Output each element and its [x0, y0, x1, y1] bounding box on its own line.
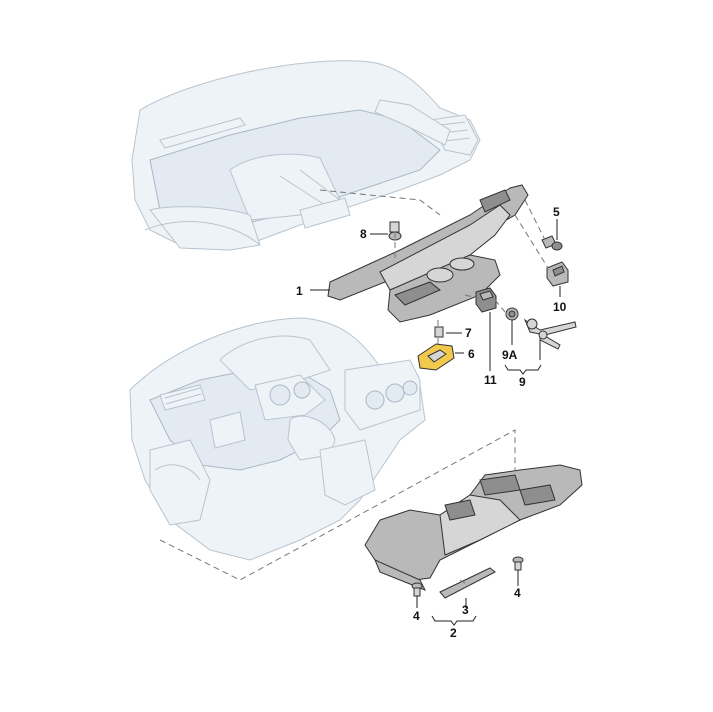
label-part-6: 6: [468, 347, 475, 361]
label-part-9a: 9A: [502, 348, 518, 362]
highlighted-part-6: [417, 343, 455, 371]
bolt-part-5: [541, 235, 563, 251]
lock-part-9a: [505, 307, 519, 321]
switch-part-11: [475, 287, 497, 313]
label-part-1: 1: [296, 284, 303, 298]
label-part-2: 2: [450, 626, 457, 640]
label-part-5: 5: [553, 205, 560, 219]
label-part-8: 8: [360, 227, 367, 241]
label-part-3: 3: [462, 603, 469, 617]
screw-part-4-left: [411, 582, 423, 597]
lower-dashboard-illustration: [129, 317, 426, 561]
part-labels: 1 8 5 10 7 6 9A 11 9 4 3 4 2: [296, 205, 567, 640]
label-part-7: 7: [465, 326, 472, 340]
glovebox-upper-assembly: [327, 184, 529, 323]
label-part-11: 11: [484, 373, 497, 387]
label-part-10: 10: [553, 300, 567, 314]
glovebox-lower-assembly: [364, 464, 583, 591]
upper-dashboard-illustration: [131, 60, 481, 251]
screw-part-4-right: [512, 556, 524, 571]
guide-lines: [159, 189, 549, 587]
label-part-4-left: 4: [413, 609, 420, 623]
clip-part-10: [546, 261, 569, 287]
grommet-part-7: [434, 326, 444, 338]
keys-part-9: [523, 318, 577, 350]
label-part-9: 9: [519, 375, 526, 389]
leader-lines: [310, 219, 561, 626]
label-part-4-right: 4: [514, 586, 521, 600]
strip-part-3: [439, 567, 496, 599]
